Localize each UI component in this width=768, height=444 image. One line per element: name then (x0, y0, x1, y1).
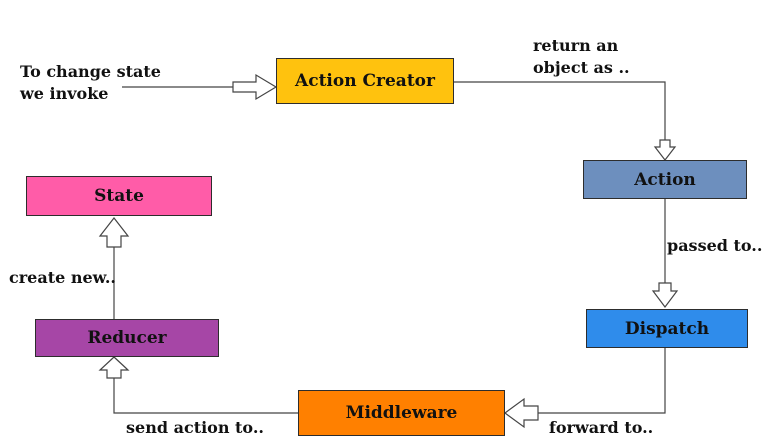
arrowhead-right-icon (232, 73, 278, 101)
node-middleware-label: Middleware (345, 403, 458, 423)
arrowhead-left-icon (503, 397, 539, 429)
edge-label-create-new: create new.. (9, 268, 116, 287)
node-action-label: Action (634, 169, 696, 190)
node-dispatch: Dispatch (586, 309, 748, 348)
node-dispatch-label: Dispatch (624, 318, 710, 339)
edge-label-send-action-to: send action to.. (126, 418, 264, 437)
edge-label-passed-to: passed to.. (667, 236, 763, 255)
edge-label-start-line1: To change state (20, 62, 161, 81)
node-middleware: Middleware (298, 390, 505, 436)
node-action-creator: Action Creator (276, 58, 454, 104)
edge-label-return-line1: return an (533, 36, 619, 55)
edge-label-return-line2: object as .. (533, 58, 630, 77)
connector-middleware-to-reducer (113, 378, 298, 414)
node-reducer: Reducer (35, 319, 219, 357)
arrowhead-down-icon (653, 139, 677, 161)
node-action: Action (583, 160, 747, 199)
edge-label-start-line2: we invoke (20, 84, 109, 103)
connector-dispatch-to-middleware (538, 348, 666, 414)
node-state: State (26, 176, 212, 216)
arrowhead-down-icon (651, 282, 679, 308)
edge-label-forward-to: forward to.. (549, 418, 654, 437)
node-state-label: State (94, 186, 144, 206)
arrowhead-up-icon (98, 217, 130, 248)
node-action-creator-label: Action Creator (295, 71, 435, 91)
arrowhead-up-icon (98, 356, 130, 379)
connector-action-creator-to-action (454, 81, 666, 140)
node-reducer-label: Reducer (87, 328, 167, 348)
